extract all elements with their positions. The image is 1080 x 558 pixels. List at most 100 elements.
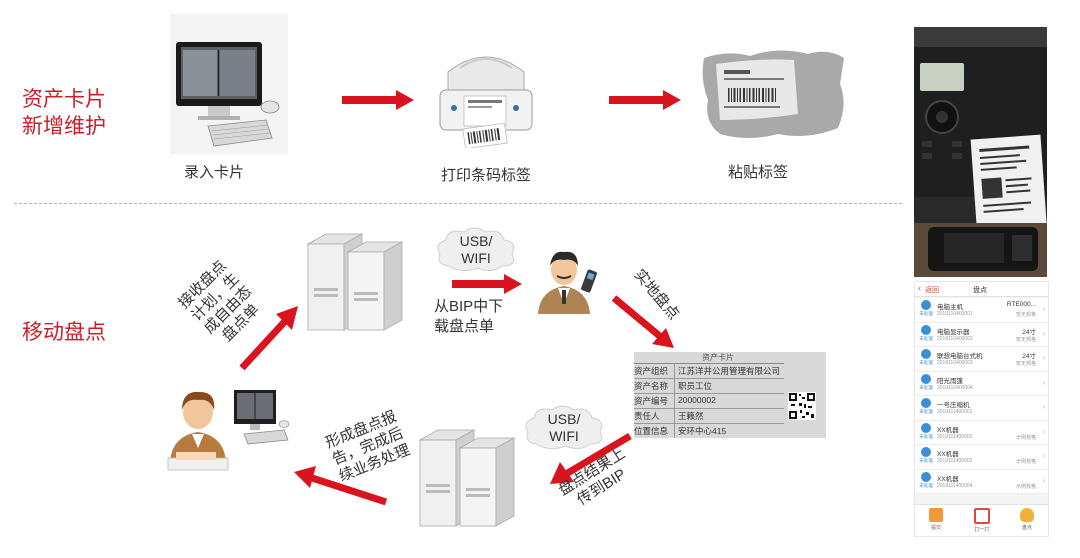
asset-card-row: 位置信息 安环中心415 [634, 424, 784, 438]
chevron-right-icon: › [1042, 328, 1045, 338]
item-spec: RTE000... [1006, 301, 1036, 308]
cloud-usb-wifi-label: USB/ WIFI [522, 411, 606, 445]
status-badge: 未处理 [918, 373, 934, 391]
chevron-right-icon: › [1042, 377, 1045, 387]
status-text: 未处理 [919, 311, 933, 316]
server-icon [418, 429, 516, 527]
list-item[interactable]: 未处理 XX机器 2019111400003 示例规格 › [915, 445, 1048, 470]
server-icon [306, 233, 404, 331]
database-icon [1020, 508, 1034, 522]
status-text: 未处理 [919, 335, 933, 341]
box-icon [921, 373, 931, 384]
desktop-computer-icon [170, 14, 288, 154]
qr-code-icon [788, 392, 816, 420]
status-text: 未处理 [919, 409, 933, 414]
arrow-up-right-icon [239, 306, 298, 371]
status-badge: 未处理 [918, 398, 934, 415]
status-badge: 未处理 [918, 422, 934, 440]
phone-list: 未处理 电脑主机 2019110400001 RTE000... 暂无规格 › … [915, 298, 1048, 494]
item-spec: 24寸 [1022, 353, 1036, 360]
chevron-right-icon: › [1042, 304, 1045, 313]
chevron-right-icon: › [1042, 475, 1045, 485]
item-code: 2019110400004 [937, 384, 973, 391]
cloud-icon [525, 405, 603, 450]
status-text: 未处理 [919, 458, 933, 463]
small-computer-icon [234, 390, 290, 445]
cloud2-line1: USB/ [547, 411, 581, 427]
scan-icon [974, 508, 990, 524]
step-print-barcode-label: 打印条码标签 [441, 167, 532, 184]
item-name: XX机器 [937, 426, 959, 434]
item-code: 2019110400002 [937, 335, 973, 342]
barcode-printer-photo [914, 27, 1047, 277]
item-code: 2019111400002 [937, 433, 973, 440]
item-name: 阳光雨篷 [937, 377, 963, 385]
arrow-right-icon [342, 90, 414, 110]
asset-card-row-label: 责任人 [634, 411, 660, 421]
arrow-down-right-icon [611, 295, 674, 348]
step-paste-label-label: 粘贴标签 [728, 164, 789, 181]
asset-card-row-label: 资产组织 [634, 366, 669, 376]
chevron-right-icon: › [1042, 451, 1045, 460]
asset-card-row-label: 资产编号 [634, 396, 669, 406]
asset-card-row: 资产组织 江苏洋井公用管理有限公司 [634, 364, 784, 379]
status-badge: 未处理 [918, 324, 934, 342]
item-spec-note: 暂无规格 [1015, 361, 1036, 367]
box-icon [921, 300, 931, 310]
tab-scan[interactable]: 打一打 [967, 508, 997, 533]
arrow-left-icon [294, 466, 388, 506]
item-spec-note: 示例规格 [1015, 434, 1036, 441]
pasted-label-photo [702, 50, 844, 138]
list-item[interactable]: 未处理 XX机器 2019111400004 示例规格 › [915, 469, 1048, 494]
item-spec-note: 暂无规格 [1015, 336, 1036, 343]
tab-submit-label: 提交 [930, 525, 941, 531]
box-icon [921, 324, 931, 335]
label-printer-icon [439, 56, 533, 148]
arrow-right-icon [452, 274, 522, 294]
item-spec-note: 示例规格 [1015, 483, 1036, 490]
list-item[interactable]: 未处理 一号压缩机 2019111400001 › [915, 396, 1048, 421]
step-enter-card-label: 录入卡片 [184, 164, 245, 181]
mobile-inventory-title: 移动盘点 [22, 321, 106, 344]
phone-tabbar: 提交 打一打 盘点 [915, 504, 1048, 536]
chevron-left-icon[interactable]: ‹ [918, 283, 921, 293]
status-text: 未处理 [919, 384, 933, 390]
box-icon [921, 398, 931, 408]
status-text: 未处理 [919, 360, 933, 365]
download-line1: 从BIP中下 [434, 298, 504, 315]
asset-card-row-label: 位置信息 [634, 426, 669, 436]
phone-back-button[interactable]: 返回 [925, 287, 939, 294]
list-item[interactable]: 未处理 阳光雨篷 2019110400004 › [915, 371, 1048, 396]
arrow-right-icon [609, 90, 681, 110]
item-spec-note: 示例规格 [1015, 459, 1036, 465]
cloud1-line2: WIFI [461, 250, 491, 266]
upload-icon [929, 508, 943, 522]
list-item[interactable]: 未处理 电脑显示器 2019110400002 24寸 暂无规格 › [915, 322, 1048, 347]
asset-card-row-value: 江苏洋井公用管理有限公司 [678, 366, 781, 376]
item-code: 2019111400004 [937, 482, 973, 489]
list-item[interactable]: 未处理 联想电脑台式机 2019110400003 24寸 暂无规格 › [915, 347, 1048, 372]
item-name: 联想电脑台式机 [937, 353, 983, 360]
status-text: 未处理 [919, 482, 933, 488]
list-item[interactable]: 未处理 电脑主机 2019110400001 RTE000... 暂无规格 › [915, 298, 1048, 323]
download-line2: 载盘点单 [434, 318, 495, 335]
item-code: 2019110400003 [937, 360, 973, 366]
asset-card-row-value: 王籁然 [678, 411, 704, 421]
card-maintenance-title: 资产卡片 新增维护 [22, 86, 106, 140]
asset-card-row: 资产名称 职员工位 [634, 379, 784, 394]
box-icon [921, 447, 931, 457]
asset-card-row-value: 安环中心415 [678, 426, 727, 436]
item-name: 一号压缩机 [937, 402, 970, 409]
tab-submit[interactable]: 提交 [921, 508, 951, 531]
asset-card-row: 责任人 王籁然 [634, 409, 784, 424]
arrow-down-left-icon [550, 432, 632, 484]
list-item[interactable]: 未处理 XX机器 2019111400002 示例规格 › [915, 420, 1048, 445]
item-code: 2019110400001 [937, 311, 973, 317]
chevron-right-icon: › [1042, 353, 1045, 362]
cloud-icon [437, 227, 515, 272]
status-text: 未处理 [919, 433, 933, 439]
box-icon [921, 422, 931, 433]
tab-inventory[interactable]: 盘点 [1012, 508, 1042, 531]
cloud-usb-wifi-label: USB/ WIFI [434, 233, 518, 267]
item-spec-note: 暂无规格 [1015, 312, 1036, 318]
